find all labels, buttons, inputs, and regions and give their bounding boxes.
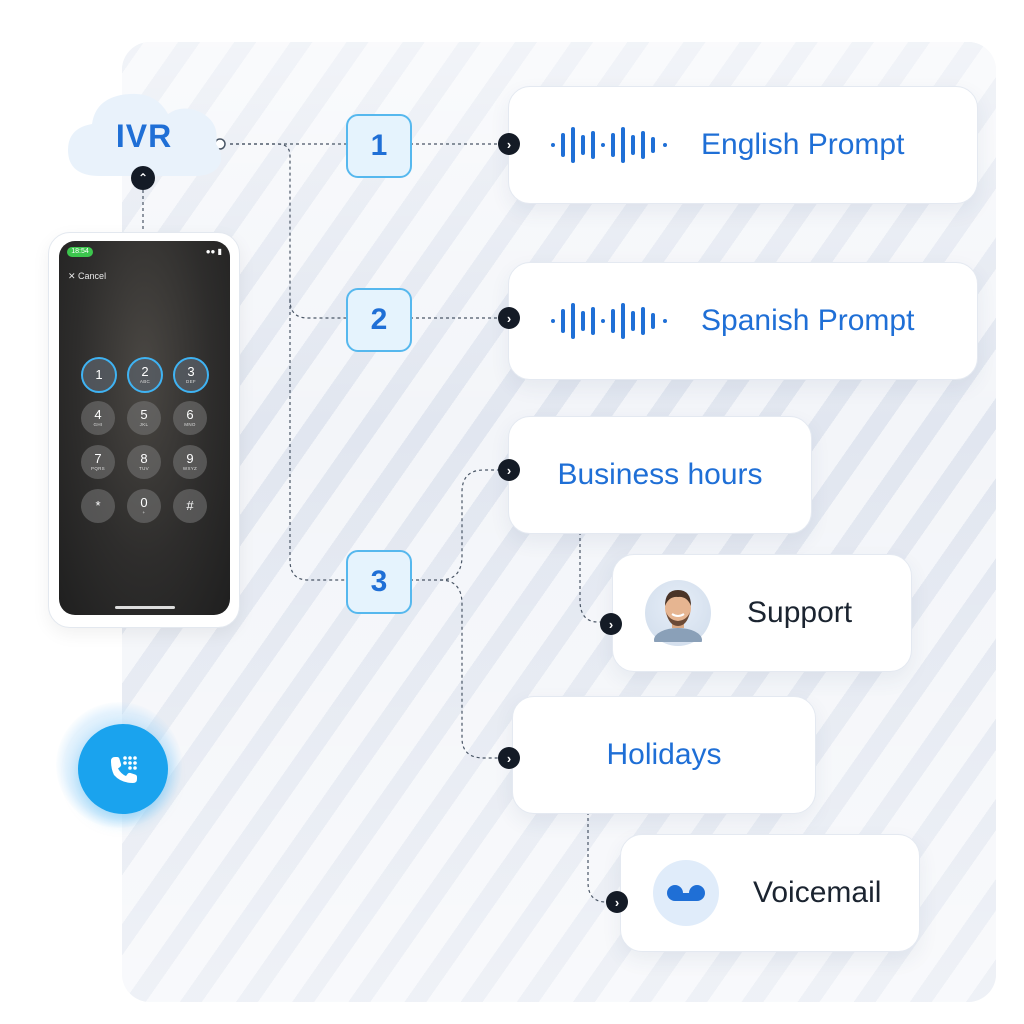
cloud-chevron-icon[interactable]: ⌃ (131, 166, 155, 190)
dialpad-key-digit: 4 (94, 407, 102, 423)
connector-ivr-option-3 (289, 300, 346, 581)
dialpad-key-letters: ABC (139, 379, 151, 385)
dialpad-key-digit: # (186, 497, 194, 513)
avatar (645, 580, 711, 646)
english-prompt-card[interactable]: English Prompt (508, 86, 978, 204)
holidays-card[interactable]: Holidays (512, 696, 816, 814)
dialpad-key-digit: * (95, 497, 101, 513)
dialpad-key[interactable]: # (173, 489, 207, 523)
dialpad-key-letters: DEF (186, 379, 196, 385)
voicemail-label: Voicemail (753, 876, 882, 909)
dialpad-key-digit: 2 (141, 364, 149, 380)
option-2-badge[interactable]: 2 (346, 288, 412, 352)
chevron-right-icon: › (498, 459, 520, 481)
voicemail-icon (667, 885, 705, 901)
connector-holidays-voicemail (587, 812, 610, 903)
cloud-icon (68, 93, 222, 176)
dialpad-key-letters: JKL (139, 422, 149, 428)
support-card[interactable]: Support (612, 554, 912, 672)
spanish-prompt-label: Spanish Prompt (701, 304, 915, 337)
dialpad-key-digit: 7 (94, 451, 102, 467)
dialpad-key-digit: 1 (95, 366, 103, 382)
cancel-button[interactable]: ✕ Cancel (68, 271, 107, 281)
dialpad-key-digit: 8 (140, 451, 148, 467)
dialpad-key-letters: GHI (93, 422, 103, 428)
dialpad-key-digit: 0 (140, 495, 148, 511)
dialpad-key-letters: TUV (139, 466, 149, 472)
connector-option-3-business (410, 469, 500, 581)
spanish-prompt-card[interactable]: Spanish Prompt (508, 262, 978, 380)
chevron-right-icon: › (498, 747, 520, 769)
home-indicator (115, 606, 175, 609)
sound-wave-icon (551, 127, 667, 163)
voicemail-card[interactable]: Voicemail (620, 834, 920, 952)
option-3-badge[interactable]: 3 (346, 550, 412, 614)
chevron-right-icon: › (600, 613, 622, 635)
support-agent-avatar-icon (654, 590, 702, 642)
dialpad-key-letters: + (142, 510, 146, 516)
connector-business-support (579, 532, 604, 623)
dialpad-key[interactable]: 0+ (127, 489, 161, 523)
dialpad-key-digit: 9 (186, 451, 194, 467)
chevron-right-icon: › (498, 133, 520, 155)
dialpad-key-digit: 3 (187, 364, 195, 380)
sound-wave-icon (551, 303, 667, 339)
support-label: Support (747, 596, 853, 629)
option-1-badge[interactable]: 1 (346, 114, 412, 178)
dialpad-key-digit: 5 (140, 407, 148, 423)
dialpad-key-digit: 6 (186, 407, 194, 423)
dialpad-key-letters: PQRS (91, 466, 105, 472)
voicemail-icon-wrapper (653, 860, 719, 926)
business-hours-card[interactable]: Business hours (508, 416, 812, 534)
dialpad-phone-icon (111, 756, 137, 783)
connector-ivr-option-1 (230, 143, 346, 319)
dialpad-key-letters: MNO (184, 422, 196, 428)
connector-option-3-holidays (439, 579, 500, 759)
ivr-label: IVR (115, 118, 173, 154)
status-icons: ●● ▮ (205, 247, 222, 256)
dialpad-call-button[interactable] (78, 724, 168, 814)
chevron-right-icon: › (606, 891, 628, 913)
business-hours-label: Business hours (557, 458, 763, 491)
status-time: 18:54 (67, 247, 93, 257)
dialpad-key-letters: WXYZ (182, 466, 198, 472)
english-prompt-label: English Prompt (701, 128, 905, 161)
dialpad-key[interactable]: * (81, 489, 115, 523)
holidays-label: Holidays (606, 738, 722, 771)
chevron-right-icon: › (498, 307, 520, 329)
dialpad-key[interactable]: 1 (81, 357, 117, 393)
